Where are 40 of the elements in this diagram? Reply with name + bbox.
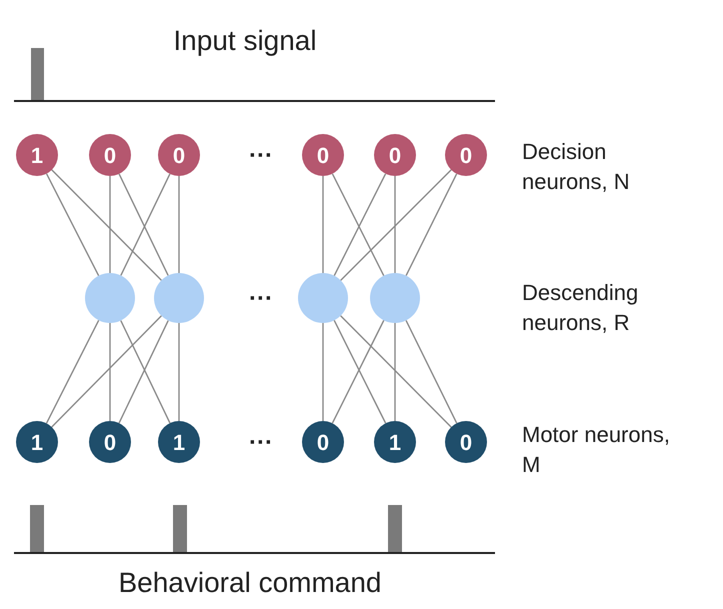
connection-line (178, 176, 180, 273)
ellipsis: ··· (248, 141, 274, 171)
row-label: Decision neurons, N (522, 138, 631, 196)
title-label: Input signal (172, 24, 318, 58)
descending-neuron (85, 273, 135, 323)
descending-neuron (370, 273, 420, 323)
decision-neuron: 0 (445, 134, 487, 176)
connection-line (51, 169, 162, 281)
row-label: Descending neurons, R (522, 279, 640, 337)
decision-neuron: 0 (89, 134, 131, 176)
connection-line (322, 323, 324, 421)
descending-neuron (154, 273, 204, 323)
motor-neuron: 1 (158, 421, 200, 463)
connection-line (322, 176, 324, 273)
connection-line (340, 169, 452, 281)
connection-line (394, 176, 396, 273)
motor-neuron: 0 (445, 421, 487, 463)
ellipsis: ··· (248, 284, 274, 314)
row-label: Motor neurons, M (522, 421, 671, 479)
connection-line (109, 323, 111, 421)
connection-line (51, 315, 162, 428)
motor-neuron: 0 (89, 421, 131, 463)
motor-neuron: 1 (374, 421, 416, 463)
decision-neuron: 1 (16, 134, 58, 176)
motor-neuron: 1 (16, 421, 58, 463)
decision-neuron: 0 (158, 134, 200, 176)
connection-line (405, 320, 458, 424)
decision-neuron: 0 (302, 134, 344, 176)
connection-line (46, 173, 100, 276)
connection-line (340, 315, 452, 428)
caption-label: Behavioral command (117, 566, 383, 600)
motor-neuron: 0 (302, 421, 344, 463)
connection-line (394, 323, 396, 421)
ellipsis: ··· (248, 428, 274, 458)
connection-line (46, 320, 100, 424)
decision-neuron: 0 (374, 134, 416, 176)
connection-line (109, 176, 111, 273)
connection-line (178, 323, 180, 421)
descending-neuron (298, 273, 348, 323)
connection-line (406, 174, 458, 276)
